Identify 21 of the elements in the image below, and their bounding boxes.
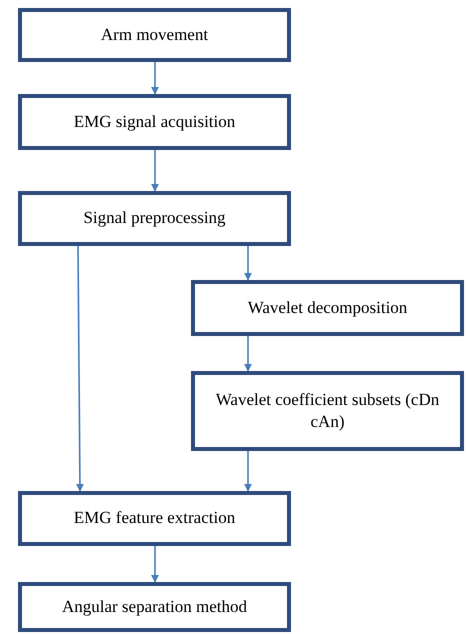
box-label: EMG signal acquisition [74, 110, 236, 133]
process-box [18, 191, 291, 246]
process-box [18, 582, 291, 632]
process-box [18, 8, 291, 62]
process-box [191, 280, 464, 336]
arrow [151, 546, 159, 583]
process-box [191, 371, 464, 451]
process-box [18, 491, 291, 546]
arrow [151, 150, 159, 192]
box-label: Arm movement [100, 24, 208, 46]
box-label: EMG feature extraction [74, 507, 236, 530]
arrow [244, 451, 252, 492]
process-box [18, 94, 291, 150]
arrow [244, 336, 252, 372]
arrow [244, 246, 252, 281]
box-label: Angular separation method [62, 596, 248, 618]
box-label: Wavelet coefficient subsets (cDn cAn) [214, 388, 440, 433]
arrow [151, 62, 159, 95]
arrow [76, 246, 84, 492]
box-label: Wavelet decomposition [248, 296, 408, 319]
box-label: Signal preprocessing [83, 207, 226, 230]
